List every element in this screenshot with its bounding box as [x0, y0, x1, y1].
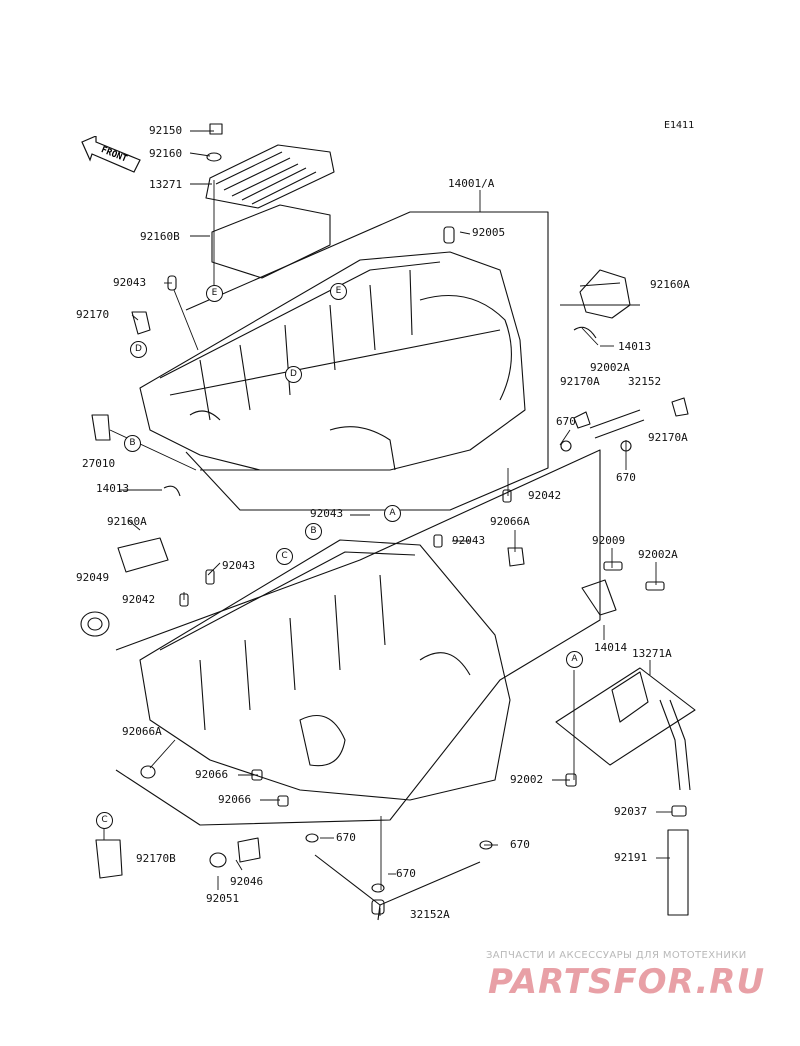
- part-label: 670: [616, 471, 636, 484]
- reference-marker: B: [305, 523, 322, 540]
- reference-marker: A: [384, 505, 401, 522]
- part-label: 92002A: [590, 361, 630, 374]
- part-label: 92046: [230, 875, 264, 888]
- lower-left-parts-drawing: [80, 537, 481, 921]
- part-label: 670: [556, 415, 576, 428]
- part-label: 92043: [310, 507, 344, 520]
- part-label: 32152: [628, 375, 662, 388]
- part-label: 92160: [149, 147, 183, 160]
- part-label: 92043: [222, 559, 256, 572]
- part-label: 92150: [149, 124, 183, 137]
- part-label: 92002A: [638, 548, 678, 561]
- reference-marker: C: [276, 548, 293, 565]
- watermark-tagline: ЗАПЧАСТИ И АКСЕССУАРЫ ДЛЯ МОТОТЕХНИКИ: [486, 950, 747, 961]
- watermark-brand: PARTSFOR.RU: [488, 962, 766, 1002]
- part-label: 27010: [82, 457, 116, 470]
- part-label: 670: [396, 867, 416, 880]
- part-label: 13271A: [632, 647, 672, 660]
- part-label: 92170: [76, 308, 110, 321]
- reference-marker: D: [130, 341, 147, 358]
- part-label: 92066: [218, 793, 252, 806]
- front-arrow-icon: FRONT: [81, 136, 141, 173]
- part-label: 32152A: [410, 908, 450, 921]
- reference-marker: E: [206, 285, 223, 302]
- part-label: 92042: [122, 593, 156, 606]
- part-label: 13271: [149, 178, 183, 191]
- breather-cover-drawing: [205, 144, 335, 279]
- diagram-code: E1411: [664, 120, 695, 131]
- reference-marker: A: [566, 651, 583, 668]
- fasteners-drawing: [91, 123, 689, 915]
- upper-case-frame: [185, 211, 549, 511]
- part-label: 92066: [195, 768, 229, 781]
- part-label: 92042: [528, 489, 562, 502]
- part-label: 14013: [96, 482, 130, 495]
- part-label: 92037: [614, 805, 648, 818]
- upper-crankcase-drawing: [139, 251, 526, 471]
- reference-marker: E: [330, 283, 347, 300]
- part-label: 92170A: [648, 431, 688, 444]
- part-label: 92066A: [490, 515, 530, 528]
- part-label: 670: [336, 831, 356, 844]
- part-label: 92043: [113, 276, 147, 289]
- lower-case-frame: [115, 449, 601, 826]
- part-label: 92002: [510, 773, 544, 786]
- part-label: 14001/A: [448, 177, 495, 190]
- part-label: 92005: [472, 226, 506, 239]
- part-label: 92160B: [140, 230, 180, 243]
- lower-crankcase-drawing: [139, 539, 511, 801]
- part-label: 92049: [76, 571, 110, 584]
- reference-marker: D: [285, 366, 302, 383]
- part-label: 92066A: [122, 725, 162, 738]
- part-label: 92170B: [136, 852, 176, 865]
- part-label: 670: [510, 838, 530, 851]
- part-label: 14014: [594, 641, 628, 654]
- part-label: 14013: [618, 340, 652, 353]
- part-label: 92009: [592, 534, 626, 547]
- part-label: 92043: [452, 534, 486, 547]
- part-label: 92191: [614, 851, 648, 864]
- reference-marker: C: [96, 812, 113, 829]
- reference-marker: B: [124, 435, 141, 452]
- part-label: 92051: [206, 892, 240, 905]
- part-label: 92160A: [650, 278, 690, 291]
- part-label: 92170A: [560, 375, 600, 388]
- part-label: 92160A: [107, 515, 147, 528]
